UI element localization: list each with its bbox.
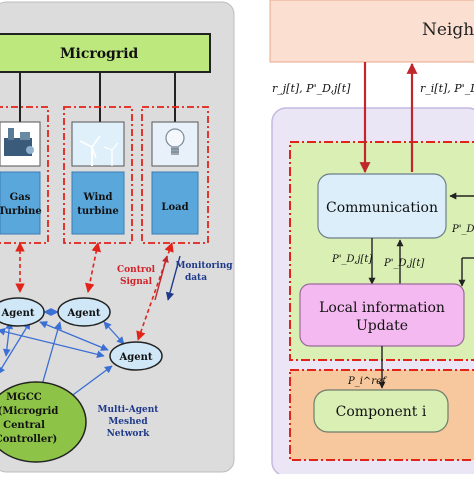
microgrid-bar (0, 33, 211, 73)
svg-text:(Microgrid: (Microgrid (0, 406, 58, 417)
svg-text:Controller): Controller) (0, 434, 57, 445)
neighbor-label: Neigh (422, 20, 474, 40)
mgcc-node: MGCC (Microgrid Central Controller) (0, 381, 87, 463)
left-panel: Microgrid Gas Turbine (0, 1, 235, 473)
load-label: Load (161, 202, 188, 213)
agent-node-2: Agent (57, 297, 111, 327)
source-gas-turbine: Gas Turbine (0, 106, 49, 244)
monitoring-data-label-1: Monitoring (175, 261, 233, 271)
communication-label: Communication (326, 200, 438, 216)
control-signal-label-2: Signal (120, 277, 153, 287)
communication-box (317, 173, 447, 239)
wind-turbine-label-1: Wind (82, 192, 112, 203)
right-panel: Neigh r_j[t], P'_D,j[t] r_i[t], P'_D, Co… (269, 0, 474, 477)
agent-node-1: Agent (0, 297, 45, 327)
edge-label-left: r_j[t], P'_D,j[t] (272, 82, 351, 95)
agent-node-3: Agent (109, 341, 163, 371)
microgrid-title: Microgrid (60, 46, 139, 62)
wind-turbine-label-2: turbine (77, 206, 119, 217)
edge-label-right: r_i[t], P'_D, (420, 82, 474, 95)
p-side-label: P'_D,j (451, 224, 474, 235)
p-ref-label: P_i^ref (347, 376, 388, 387)
source-load: Load (141, 106, 209, 244)
mesh-links (0, 308, 125, 401)
component-label: Component i (336, 404, 427, 420)
lightbulb-icon (165, 128, 185, 155)
control-signal-label-1: Control (117, 265, 156, 275)
monitoring-data-label-2: data (185, 273, 207, 283)
gas-turbine-icon (4, 128, 34, 156)
source-wind-turbine: Wind turbine (63, 106, 133, 244)
network-label-2: Meshed (108, 417, 148, 427)
network-label-1: Multi-Agent (98, 405, 160, 415)
local-update-label-1: Local information (319, 300, 445, 316)
local-update-label-2: Update (356, 318, 408, 334)
svg-text:Central: Central (3, 420, 45, 431)
p-dj-mid-label: P'_D,j[t] (383, 258, 424, 269)
wind-turbine-icon (79, 135, 119, 166)
gas-turbine-label-2: Turbine (0, 206, 42, 217)
svg-text:MGCC: MGCC (6, 392, 42, 403)
gas-turbine-label-1: Gas (10, 192, 31, 203)
network-label-3: Network (107, 429, 151, 439)
svg-text:Agent: Agent (118, 352, 152, 363)
neighbor-box (269, 0, 474, 63)
svg-text:Agent: Agent (0, 308, 34, 319)
component-box (313, 389, 449, 433)
svg-text:Agent: Agent (66, 308, 100, 319)
p-dj-left-label: P'_D,j[t] (331, 254, 372, 265)
